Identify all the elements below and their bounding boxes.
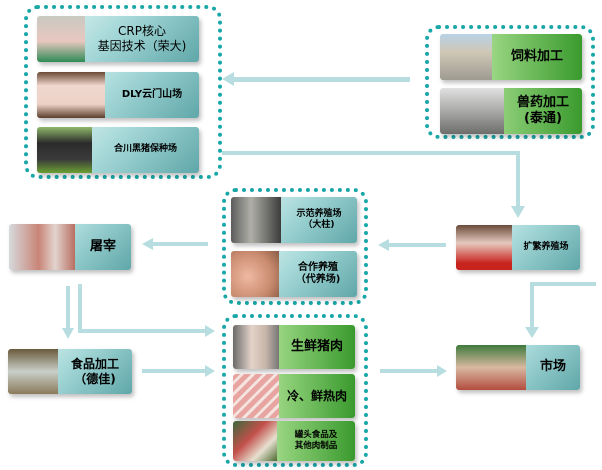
card-demo-farm[interactable]: 示范养殖场 （大柱)	[231, 197, 357, 243]
card-label: CRP核心 基因技术（荣大)	[97, 24, 187, 53]
card-label: 扩繁养殖场	[523, 241, 569, 252]
card-slaughter[interactable]: 屠宰	[9, 224, 131, 270]
card-label: DLY云门山场	[121, 88, 183, 100]
white-pig-photo	[37, 72, 105, 118]
arrow-farms-to-slaughter	[152, 242, 208, 246]
card-feed-processing[interactable]: 饲料加工	[440, 34, 582, 80]
products-group	[222, 314, 368, 467]
slaughterhouse-photo	[9, 224, 75, 270]
arrow-expansion-to-farms	[388, 243, 446, 247]
card-hechuan-black-pig[interactable]: 合川黑猪保种场	[37, 127, 199, 173]
pork-carcass-photo	[233, 325, 279, 369]
farms-group	[222, 188, 368, 305]
card-label: 冷、鲜热肉	[286, 388, 347, 403]
pig-pens-photo	[231, 197, 281, 243]
card-label: 屠宰	[89, 238, 116, 254]
arrowhead-right-icon	[205, 365, 215, 377]
canned-meat-photo	[233, 421, 277, 461]
food-factory-photo	[8, 349, 58, 394]
card-dly-yunmenshan[interactable]: DLY云门山场	[37, 72, 199, 118]
card-label: 合川黑猪保种场	[113, 144, 177, 155]
arrowhead-down-icon	[525, 327, 539, 338]
vet-drug-factory-photo	[440, 88, 504, 134]
card-canned-meat-products[interactable]: 罐头食品及 其他肉制品	[233, 421, 355, 461]
card-food-processing[interactable]: 食品加工 （德佳)	[8, 349, 132, 394]
card-fresh-pork[interactable]: 生鲜猪肉	[233, 325, 355, 369]
arrow-food-to-products	[142, 369, 206, 373]
arrowhead-left-icon	[222, 72, 234, 86]
card-label: 兽药加工 (泰通)	[516, 94, 569, 126]
breeding-group	[24, 5, 222, 179]
piglets-photo	[231, 251, 279, 297]
arrowhead-down-icon	[62, 328, 74, 339]
card-label: 合作养殖 （代养场)	[295, 261, 341, 286]
arrowhead-right-icon	[437, 365, 447, 377]
card-chilled-fresh-meat[interactable]: 冷、鲜热肉	[233, 374, 355, 418]
card-expansion-farm[interactable]: 扩繁养殖场	[456, 225, 580, 270]
card-label: 示范养殖场 （大柱)	[296, 208, 342, 230]
card-vet-drug-processing[interactable]: 兽药加工 (泰通)	[440, 88, 582, 134]
connector-slaughter-to-products	[78, 284, 82, 332]
card-label: 食品加工 （德佳)	[70, 356, 119, 386]
connector-to-market-vertical	[530, 282, 534, 328]
card-label: 市场	[539, 359, 566, 375]
pig-on-feeder-photo	[37, 16, 85, 62]
market-photo	[456, 345, 526, 390]
card-market[interactable]: 市场	[456, 345, 580, 390]
card-label: 生鲜猪肉	[290, 338, 343, 354]
pig-farm-photo	[456, 225, 512, 270]
inputs-group	[425, 25, 595, 139]
black-pigs-photo	[37, 127, 92, 173]
arrow-products-to-market	[380, 369, 438, 373]
arrowhead-right-icon	[205, 325, 215, 337]
arrow-slaughter-to-products	[78, 329, 206, 333]
card-label: 罐头食品及 其他肉制品	[294, 430, 338, 451]
card-label: 饲料加工	[510, 48, 563, 64]
connector-to-market	[530, 282, 596, 286]
arrowhead-left-icon	[378, 239, 389, 251]
arrow-slaughter-to-food	[66, 286, 70, 328]
connector-breeding-to-expansion	[222, 151, 520, 155]
arrow-inputs-to-breeding	[232, 77, 410, 82]
arrowhead-left-icon	[142, 238, 153, 250]
arrowhead-down-icon	[511, 206, 525, 218]
card-cooperative-farm[interactable]: 合作养殖 （代养场)	[231, 251, 357, 297]
feed-mill-photo	[440, 34, 492, 80]
card-crp-core-genetics[interactable]: CRP核心 基因技术（荣大)	[37, 16, 199, 62]
sliced-pork-photo	[233, 374, 279, 418]
connector-down-to-expansion	[516, 151, 520, 207]
